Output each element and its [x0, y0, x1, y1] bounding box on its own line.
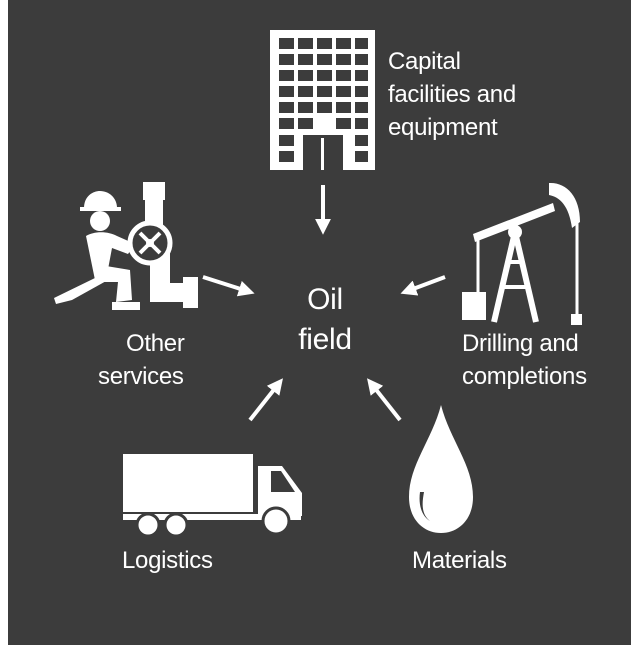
logistics-label: Logistics [122, 547, 213, 574]
capital-label-line1: Capital [388, 48, 461, 75]
capital-label: Capital facilities and equipment [388, 45, 516, 144]
services-label-line1: Other [126, 330, 185, 357]
oil-pump-jack-icon [462, 182, 582, 325]
capital-label-line2: facilities and [388, 81, 516, 108]
capital-label-line3: equipment [388, 114, 498, 141]
drilling-label: Drilling and completions [462, 327, 587, 393]
center-label-line1: Oil [307, 283, 343, 316]
drilling-label-line1: Drilling and [462, 330, 579, 357]
arrow-services-to-oilfield [202, 275, 255, 297]
delivery-truck-icon [123, 454, 302, 538]
arrow-logistics-to-oilfield [248, 378, 283, 422]
drilling-label-line2: completions [462, 363, 587, 390]
services-label-line2: services [98, 363, 184, 390]
office-building-icon [270, 30, 375, 170]
center-label-line2: field [298, 323, 352, 356]
materials-label: Materials [412, 547, 507, 574]
worker-valve-icon [54, 182, 198, 310]
arrow-drilling-to-oilfield [400, 275, 446, 296]
center-node-label: Oil field [275, 280, 375, 360]
services-label: Other services [98, 327, 185, 393]
oil-drop-icon [409, 405, 473, 533]
arrow-materials-to-oilfield [367, 378, 402, 422]
